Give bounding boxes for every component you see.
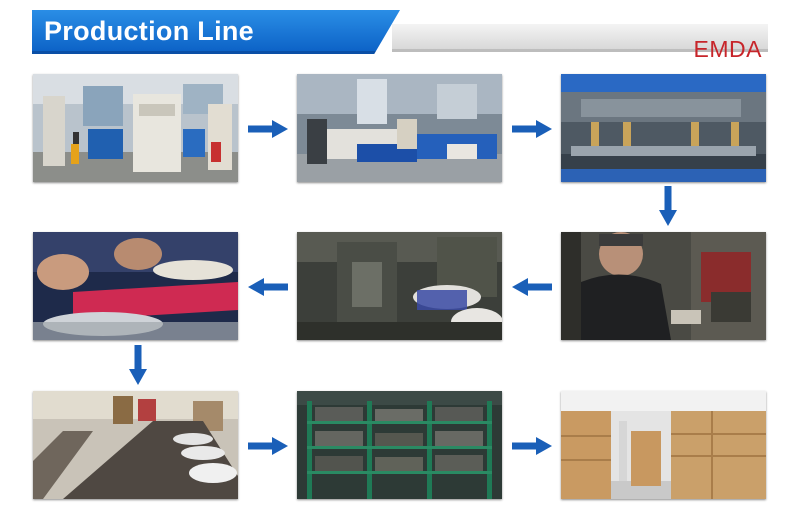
photo-cardboard-box-warehouse [561,391,766,499]
arrow-right-icon [512,120,552,138]
arrow-left-icon [512,278,552,296]
photo-welding-hinge-parts [297,232,502,340]
photo-hand-assembling-small-parts [33,232,238,340]
arrow-left-icon [248,278,288,296]
photo-injection-molding-machines [297,74,502,182]
photo-worker-operating-press [561,232,766,340]
header-blue-bar: Production Line [32,10,400,54]
photo-stamping-die-press [561,74,766,182]
photo-mold-storage-racks [297,391,502,499]
arrow-right-icon [248,120,288,138]
header-gray-bar: EMDA [392,24,768,62]
arrow-right-icon [248,437,288,455]
header-banner: EMDA Production Line [32,10,768,62]
photo-stamping-press-workshop [33,74,238,182]
page-title: Production Line [44,16,254,46]
photo-conveyor-belt-finished-parts [33,391,238,499]
arrow-right-icon [512,437,552,455]
arrow-down-icon [129,345,147,385]
brand-name: EMDA [693,36,762,62]
arrow-down-icon [659,186,677,226]
